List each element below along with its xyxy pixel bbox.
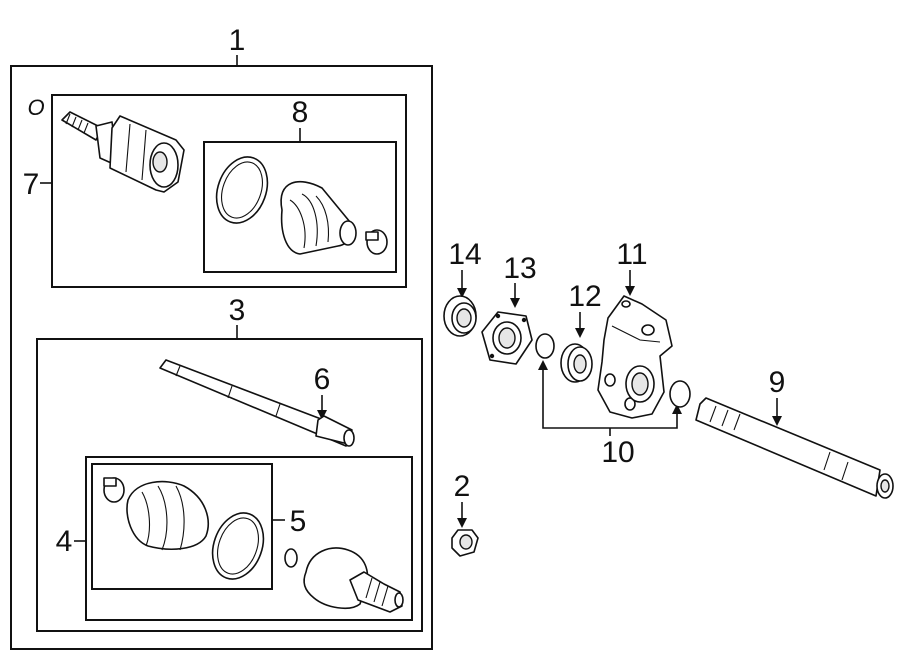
arrow-13-head (510, 298, 520, 308)
bearing-12 (560, 343, 593, 383)
frame-group-5 (91, 463, 273, 590)
callout-2: 2 (454, 470, 471, 503)
large-clamp (211, 512, 265, 580)
callout-7: 7 (23, 168, 40, 201)
leader-lines (40, 55, 782, 542)
arrow-9-head (772, 416, 782, 426)
callout-4: 4 (56, 525, 73, 558)
arrow-10a-head (538, 360, 548, 370)
callout-13: 13 (503, 252, 536, 285)
seal-14 (443, 295, 477, 337)
boot-clamp-large (215, 156, 269, 224)
outer-cv-joint (284, 547, 404, 613)
callout-3: 3 (229, 294, 246, 327)
corner-mark: O (27, 95, 44, 120)
intermediate-shaft (159, 359, 355, 447)
cap-plate-13 (481, 311, 533, 365)
arrow-14-head (457, 288, 467, 298)
callout-labels: 1 2 3 4 5 6 7 8 9 10 11 12 13 14 O (23, 24, 786, 558)
arrow-11-head (625, 286, 635, 296)
outer-boot-kit (103, 477, 265, 580)
snap-ring (284, 548, 298, 568)
frame-group-3 (36, 338, 423, 632)
arrow-6-head (317, 410, 327, 420)
callout-1: 1 (229, 24, 246, 57)
outer-boot (126, 480, 209, 550)
arrow-12-head (575, 328, 585, 338)
frame-assembly-1 (10, 65, 433, 650)
arrow-10b-head (672, 404, 682, 414)
arrow-2-head (457, 518, 467, 528)
callout-8: 8 (292, 96, 309, 129)
inner-boot-kit (215, 156, 388, 255)
callout-11: 11 (616, 238, 647, 271)
callout-10: 10 (601, 436, 634, 469)
axle-shaft-9 (695, 397, 894, 499)
callout-14: 14 (448, 238, 481, 271)
frame-group-7 (51, 94, 407, 288)
callout-12: 12 (568, 280, 601, 313)
callout-6: 6 (314, 363, 331, 396)
callout-5: 5 (290, 505, 307, 538)
ring-10b (669, 380, 691, 408)
carrier-bracket-11 (597, 295, 673, 419)
callout-9: 9 (769, 366, 786, 399)
frame-group-4 (85, 456, 413, 621)
ring-10a (535, 333, 555, 359)
nut-2 (451, 529, 479, 557)
inner-joint-housing (61, 111, 185, 193)
